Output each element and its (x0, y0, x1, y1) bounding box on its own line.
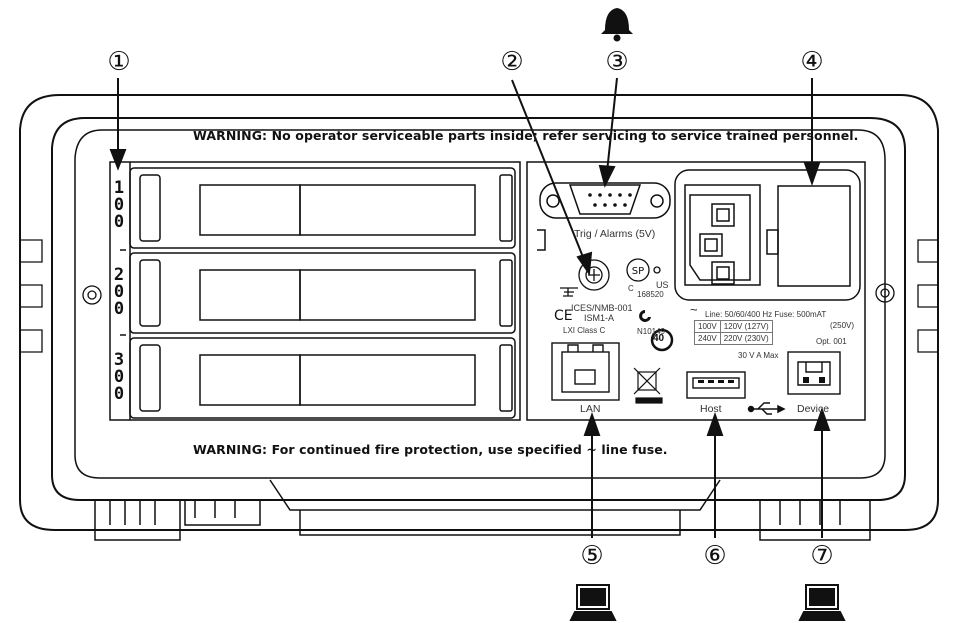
csa-us-label: US (656, 280, 669, 290)
fuse-voltage-label: (250V) (830, 321, 855, 330)
slot-digit: 0 (113, 367, 125, 387)
bottom-feet (94, 479, 871, 541)
warning-bottom: WARNING: For continued fire protection, … (193, 442, 668, 457)
lan-port (551, 342, 620, 401)
rohs-years-label: 40 (653, 333, 665, 344)
opt-001-label: Opt. 001 (816, 337, 847, 346)
slot-digit: 0 (113, 384, 125, 404)
n-number-label: N10149 (637, 327, 666, 336)
trig-alarms-label: Trig / Alarms (5V) (574, 228, 656, 240)
connector-panel (526, 161, 866, 421)
ce-mark: CE (554, 308, 573, 324)
usb-host-port (686, 371, 746, 399)
warning-top: WARNING: No operator serviceable parts i… (193, 128, 859, 143)
side-screws (82, 283, 895, 305)
callout-6: ⑥ (703, 541, 727, 571)
svg-text:CE: CE (554, 308, 573, 324)
line-spec-label: Line: 50/60/400 Hz Fuse: 500mAT (705, 310, 827, 319)
voltage-cell: 100V (694, 320, 721, 333)
power-inlet (674, 169, 861, 301)
va-max-label: 30 V A Max (738, 351, 779, 360)
slot-digit: 1 (113, 178, 125, 198)
lxi-class-label: LXI Class C (563, 326, 606, 335)
slot-digit: 0 (113, 299, 125, 319)
enclosure-outline (19, 94, 939, 531)
side-grips (20, 239, 938, 353)
slot-digit: 0 (113, 195, 125, 215)
csa-number-label: 168520 (637, 290, 664, 299)
device-label: Device (797, 403, 830, 415)
ground-screw (560, 259, 610, 297)
slot-digit: 0 (113, 282, 125, 302)
callout-2: ② (500, 47, 524, 77)
voltage-selector-table: 100V 120V (127V) 240V 220V (230V) (694, 320, 773, 345)
host-label: Host (700, 403, 722, 415)
slot-digit: 2 (113, 265, 125, 285)
ac-symbol: ~ (690, 302, 698, 317)
voltage-row: 240V 220V (230V) (694, 332, 773, 345)
voltage-cell: 220V (230V) (719, 332, 773, 345)
lan-label: LAN (580, 403, 601, 415)
callout-7: ⑦ (810, 541, 834, 571)
voltage-row: 100V 120V (127V) (694, 320, 773, 333)
bell-icon (601, 8, 633, 42)
usb-device-port (787, 351, 841, 395)
computer-icon (569, 584, 617, 621)
ices-label: ICES/NMB-001 (571, 303, 633, 313)
callout-leaders (109, 77, 831, 538)
csa-mark: SP (626, 258, 661, 282)
callout-3: ③ (605, 47, 629, 77)
c-tick-mark (639, 310, 651, 322)
callout-4: ④ (800, 47, 824, 77)
callout-5: ⑤ (580, 541, 604, 571)
ism-label: ISM1-A (584, 313, 615, 323)
slot-digit: 0 (113, 212, 125, 232)
module-bay (109, 161, 521, 421)
svg-text:SP: SP (632, 266, 644, 277)
computer-icon (798, 584, 846, 621)
slot-digit: 3 (113, 350, 125, 370)
voltage-cell: 240V (694, 332, 721, 345)
voltage-cell: 120V (127V) (719, 320, 773, 333)
weee-bin-icon (633, 367, 663, 404)
usb-symbol-icon (747, 402, 786, 415)
callout-1: ① (107, 47, 131, 77)
csa-c-label: C (628, 284, 634, 293)
rohs-40-mark (650, 328, 674, 352)
